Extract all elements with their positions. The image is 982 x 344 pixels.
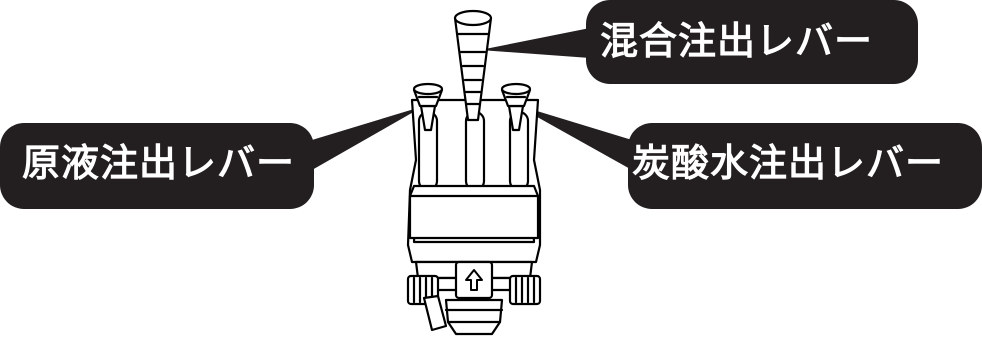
cover-block <box>408 184 540 240</box>
soda-lever-pointer <box>514 104 632 170</box>
center-lever-slot <box>464 110 486 192</box>
side-flap <box>422 294 448 332</box>
soda-lever-callout-box <box>628 123 982 209</box>
soda-lever-label: 炭酸水注出レバー <box>632 141 945 185</box>
right-knob <box>508 274 542 306</box>
mix-lever-callout-box <box>586 0 918 84</box>
nozzle <box>444 298 504 336</box>
up-arrow-icon <box>465 269 483 291</box>
syrup-lever-label: 原液注出レバー <box>22 141 296 185</box>
mix-lever-label: 混合注出レバー <box>600 19 874 63</box>
mix-lever-pointer <box>480 28 590 58</box>
arrow-plate <box>454 260 494 300</box>
syrup-lever-pointer <box>312 106 424 170</box>
syrup-lever-callout-box <box>0 123 314 209</box>
